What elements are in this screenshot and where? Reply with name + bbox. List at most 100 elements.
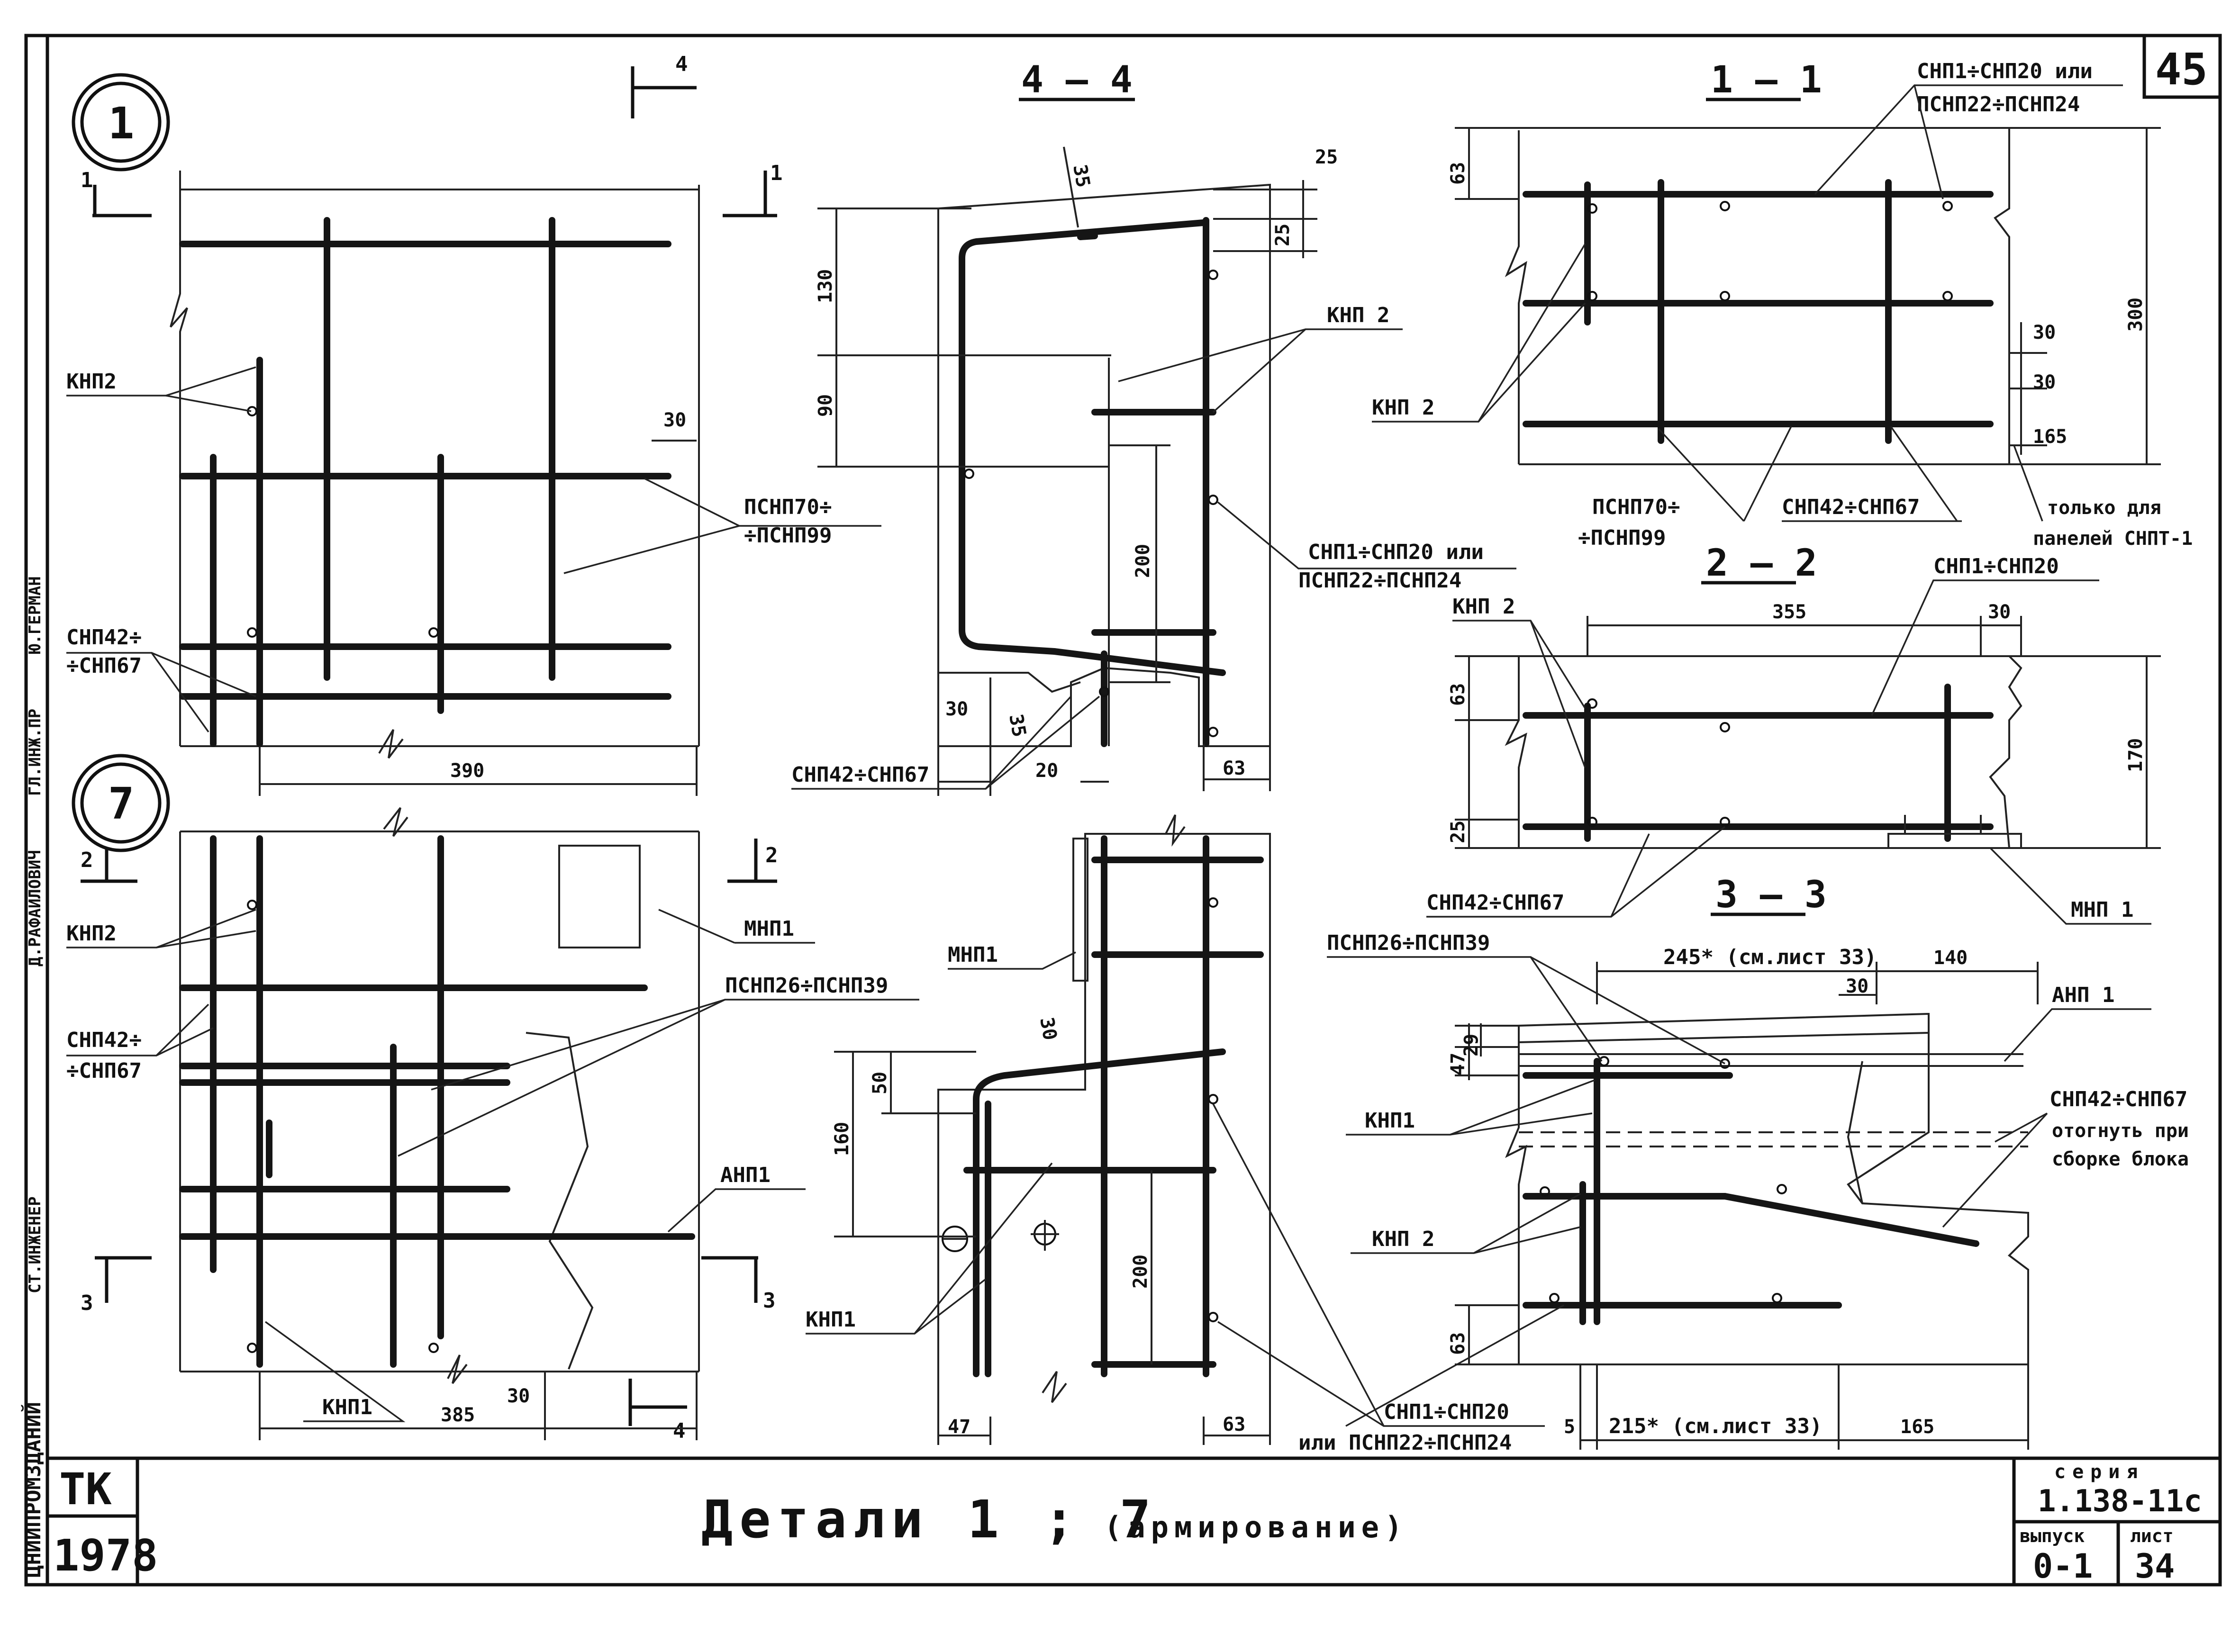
side-stamp-role-2: ГЛ.ИНЖ.ПР <box>26 709 45 796</box>
dim-20: 20 <box>1035 760 1058 782</box>
section-3-3-title: 3 — 3 <box>1715 874 1827 916</box>
section-2-2-title: 2 — 2 <box>1706 542 1817 585</box>
section-1-1-title: 1 — 1 <box>1711 59 1822 101</box>
page-number-box <box>2142 34 2222 99</box>
page-number: 45 <box>2155 44 2208 95</box>
dim-47: 47 <box>948 1416 970 1438</box>
sheet-subtitle: (армирование) <box>1104 1510 1408 1544</box>
dim-50: 50 <box>869 1072 891 1094</box>
dim-5: 5 <box>1564 1416 1575 1438</box>
dim-90: 90 <box>815 394 836 417</box>
dim-165-s11: 165 <box>2033 426 2067 448</box>
label-knp2-s33: КНП 2 <box>1372 1227 1434 1251</box>
cut-1-right: 1 <box>770 161 783 185</box>
detail-7-marker <box>72 754 170 852</box>
label-knp1-cb: КНП1 <box>806 1308 856 1332</box>
dim-63-s33: 63 <box>1447 1332 1469 1355</box>
dim-170: 170 <box>2125 738 2147 772</box>
cut-4-bottom: 4 <box>673 1419 686 1443</box>
dim-30-s44: 30 <box>945 698 968 720</box>
sheet-number: 34 <box>2135 1547 2175 1586</box>
detail-7-marker-inner <box>80 762 162 844</box>
section-2-2: 2 — 2 355 30 63 25 170 СНП1÷СНП20 КНП <box>1426 542 2161 925</box>
dim-30-s11b: 30 <box>2033 371 2056 393</box>
dim-140: 140 <box>1933 947 1968 969</box>
issue-value: 0-1 <box>2033 1547 2093 1586</box>
section-4-4: 4 — 4 130 90 200 25 25 35 <box>791 59 1516 796</box>
label-bend-2: сборке блока <box>2052 1148 2189 1170</box>
dim-29: 29 <box>1460 1034 1482 1056</box>
series-code: 1.138-11с <box>2038 1484 2202 1519</box>
detail-7: 7 2 2 3 3 4 КНП2 <box>66 754 919 1443</box>
label-psnp22-s11: ПСНП22÷ПСНП24 <box>1917 92 2080 117</box>
label-knp2: КНП2 <box>66 370 117 394</box>
side-stamp-name-1: Ю.ГЕРМАН <box>26 576 45 654</box>
label-anp1-s33: АНП 1 <box>2052 983 2114 1007</box>
label-snp42: СНП42÷ <box>66 625 142 650</box>
label-only-1: только для <box>2047 497 2161 519</box>
label-snp1-s11: СНП1÷СНП20 или <box>1917 59 2093 83</box>
dim-30-s33: 30 <box>1846 975 1868 997</box>
label-psnp70: ПСНП70÷ <box>744 495 832 519</box>
label-snp42-s11: СНП42÷СНП67 <box>1782 495 1920 519</box>
label-knp2-d7: КНП2 <box>66 921 117 946</box>
label-psnp99-s11: ÷ПСНП99 <box>1578 526 1666 550</box>
org-code: ТК <box>59 1464 112 1515</box>
cut-4-top: 4 <box>675 52 688 76</box>
label-snp67: ÷СНП67 <box>66 654 142 678</box>
dim-47-s33: 47 <box>1447 1053 1469 1075</box>
side-stamp-org: ЦНИИПРОМЗДАНИЙ <box>20 1402 45 1578</box>
label-see33a: 245* (см.лист 33) <box>1663 945 1877 969</box>
dim-130: 130 <box>815 269 836 303</box>
dim-35-b: 35 <box>1005 713 1030 739</box>
dim-25-s22: 25 <box>1447 821 1469 843</box>
dim-385: 385 <box>441 1404 475 1426</box>
dim-30-cb: 30 <box>1035 1016 1061 1042</box>
label-psnp70-s11: ПСНП70÷ <box>1592 495 1680 519</box>
section-1-1: 1 — 1 63 300 30 30 165 СНП1÷СНП20 или ПС… <box>1372 59 2193 550</box>
section-4-4-title: 4 — 4 <box>1021 59 1133 101</box>
dim-25-a: 25 <box>1315 146 1338 168</box>
side-stamp: ЦНИИПРОМЗДАНИЙ СТ.ИНЖЕНЕР ГЛ.ИНЖ.ПР Ю.ГЕ… <box>20 576 45 1578</box>
label-see33b: 215* (см.лист 33) <box>1609 1414 1822 1438</box>
label-only-2: панелей СНПТ-1 <box>2033 528 2193 550</box>
label-anp1: АНП1 <box>720 1163 771 1187</box>
sheet-title: Детали 1 ; 7 <box>701 1489 1158 1550</box>
dim-390: 390 <box>450 760 484 782</box>
label-snp67-d7: ÷СНП67 <box>66 1059 142 1083</box>
detail-1-marker-inner <box>80 81 162 163</box>
label-psnp22-s44: ПСНП22÷ПСНП24 <box>1298 569 1461 593</box>
label-snp1-s22: СНП1÷СНП20 <box>1933 554 2059 578</box>
label-psnp99: ÷ПСНП99 <box>744 524 832 548</box>
dim-165-s33: 165 <box>1900 1416 1934 1438</box>
dim-30: 30 <box>663 409 686 431</box>
dim-200: 200 <box>1132 544 1154 578</box>
detail-1-number: 1 <box>108 98 134 149</box>
label-psnp22-cb: или ПСНП22÷ПСНП24 <box>1298 1431 1512 1455</box>
dim-30-s22: 30 <box>1988 601 2011 623</box>
label-bend-1: отогнуть при <box>2052 1120 2189 1142</box>
label-snp42-s44: СНП42÷СНП67 <box>791 763 929 787</box>
dim-355: 355 <box>1772 601 1806 623</box>
label-mnp1-cb: МНП1 <box>948 943 998 967</box>
label-psnp26-d7: ПСНП26÷ПСНП39 <box>725 974 888 998</box>
year: 1978 <box>53 1530 158 1581</box>
label-snp42-s33: СНП42÷СНП67 <box>2050 1087 2187 1111</box>
cut-3-left: 3 <box>81 1291 93 1315</box>
dim-200-cb: 200 <box>1130 1255 1152 1289</box>
series-label: серия <box>2054 1461 2144 1483</box>
section-3-3: 3 — 3 245* (см.лист 33) 140 30 47 <box>1327 874 2189 1450</box>
cut-1-left: 1 <box>81 168 93 192</box>
section-center-bottom: 160 50 30 200 47 63 МНП1 КНП1 СНП1÷СНП20… <box>806 814 1545 1455</box>
label-knp1-d7: КНП1 <box>322 1395 372 1419</box>
cut-2-left: 2 <box>81 848 93 872</box>
label-knp2-s44: КНП 2 <box>1327 303 1389 327</box>
dim-63-s22: 63 <box>1447 683 1469 706</box>
dim-63-s44: 63 <box>1223 758 1245 779</box>
side-stamp-role-1: СТ.ИНЖЕНЕР <box>26 1196 45 1293</box>
side-stamp-name-2: Д.РАФАИЛОВИЧ <box>26 850 45 966</box>
dim-30-s11a: 30 <box>2033 322 2056 343</box>
dim-25-b: 25 <box>1272 224 1294 246</box>
dim-160: 160 <box>831 1122 853 1156</box>
